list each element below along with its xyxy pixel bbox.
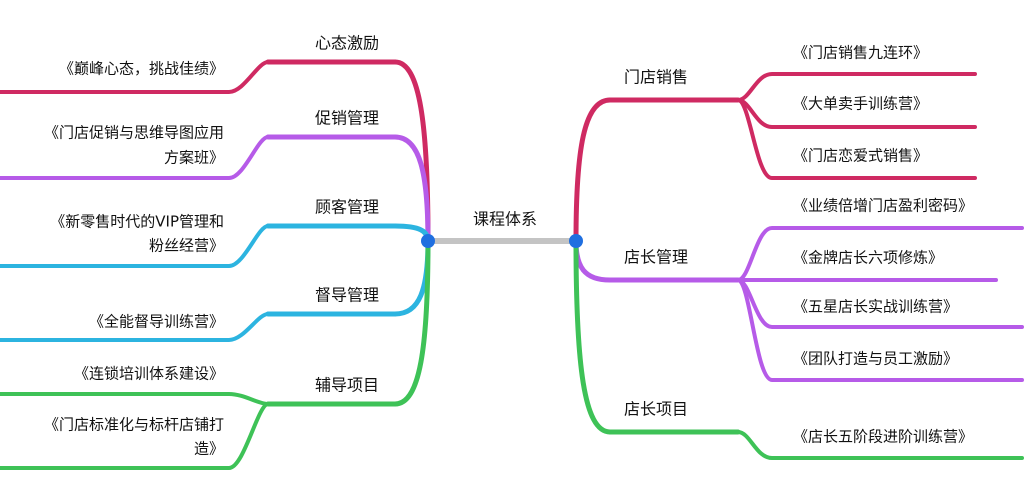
left-branch-curve <box>392 134 431 244</box>
right-leaf-label: 《大单卖手训练营》 <box>793 95 928 113</box>
left-leaf-line <box>0 392 270 406</box>
right-leaf-line <box>736 430 1024 460</box>
left-leaf-label: 《连锁培训体系建设》 <box>74 365 224 383</box>
right-branch-curve <box>573 238 613 435</box>
left-branch-curve <box>392 238 431 407</box>
connector-layer <box>0 59 1024 470</box>
left-branch-label: 促销管理 <box>315 109 379 128</box>
right-branch-label: 店长项目 <box>624 400 688 419</box>
right-leaf-line <box>736 98 977 180</box>
left-branch-label: 心态激励 <box>315 34 379 53</box>
left-branch-label: 辅导项目 <box>315 376 379 395</box>
right-branch-curve <box>573 238 613 283</box>
node-dot-layer <box>421 234 583 248</box>
right-leaf-label: 《业绩倍增门店盈利密码》 <box>793 197 973 215</box>
left-leaf-line <box>0 224 270 268</box>
right-leaf-label: 《门店销售九连环》 <box>793 44 928 62</box>
right-leaf-label: 《金牌店长六项修炼》 <box>793 249 943 267</box>
left-leaf-label: 《新零售时代的VIP管理和 <box>50 213 224 231</box>
right-leaf-line <box>736 278 1024 382</box>
right-branch-label: 门店销售 <box>624 68 688 87</box>
left-leaf-label: 《全能督导训练营》 <box>89 313 224 331</box>
left-leaf-label: 《门店促销与思维导图应用 <box>44 124 224 142</box>
left-leaf-label: 造》 <box>194 440 224 458</box>
left-leaf-line <box>0 60 270 94</box>
left-leaf-line <box>0 312 270 342</box>
left-leaf-line <box>0 402 270 470</box>
right-branch-label: 店长管理 <box>624 248 688 267</box>
right-leaf-label: 《五星店长实战训练营》 <box>793 298 958 316</box>
left-branch-label: 顾客管理 <box>315 198 379 217</box>
root-right-node-dot <box>569 234 583 248</box>
root-label: 课程体系 <box>473 210 537 229</box>
root-left-node-dot <box>421 234 435 248</box>
left-branch-label: 督导管理 <box>315 286 379 305</box>
left-branch-curve <box>392 59 431 244</box>
left-leaf-label: 粉丝经营》 <box>149 237 224 255</box>
right-leaf-label: 《团队打造与员工激励》 <box>793 350 958 368</box>
left-leaf-label: 《门店标准化与标杆店铺打 <box>44 416 224 434</box>
right-branch-curve <box>573 97 613 244</box>
left-leaf-line <box>0 135 270 180</box>
label-layer: 课程体系 心态激励《巅峰心态，挑战佳绩》促销管理《门店促销与思维导图应用方案班》顾… <box>44 34 973 458</box>
right-leaf-label: 《门店恋爱式销售》 <box>793 147 928 165</box>
right-leaf-label: 《店长五阶段进阶训练营》 <box>793 428 973 446</box>
left-branch-curve <box>392 238 431 317</box>
left-leaf-label: 《巅峰心态，挑战佳绩》 <box>59 60 224 78</box>
left-leaf-label: 方案班》 <box>164 149 224 167</box>
